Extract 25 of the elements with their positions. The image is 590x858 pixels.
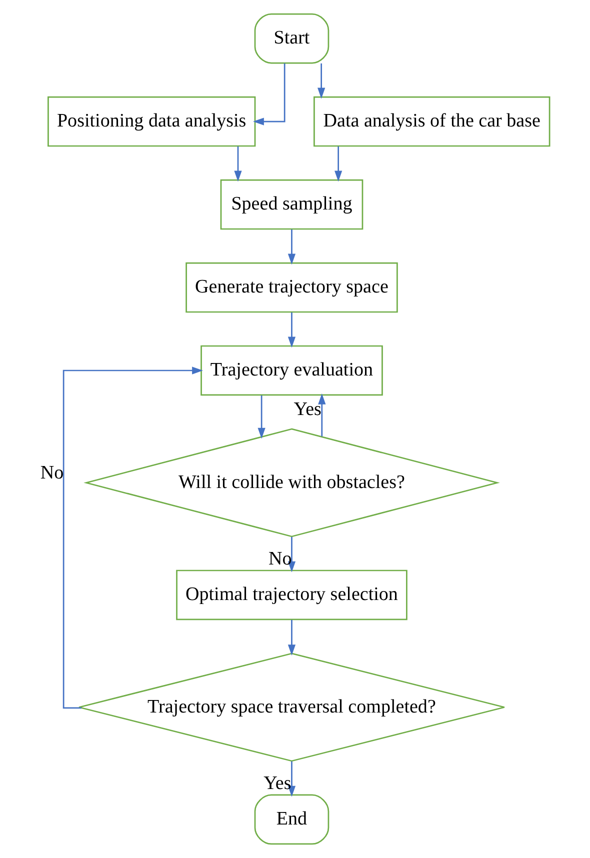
arrow xyxy=(288,312,296,348)
node-box: Data analysis of the car base xyxy=(314,96,550,147)
edge-label: No xyxy=(40,462,64,484)
node-box: Generate trajectory space xyxy=(186,262,398,313)
arrow xyxy=(288,761,296,797)
arrow xyxy=(318,63,326,99)
node-box: Start xyxy=(254,13,330,64)
arrow xyxy=(288,536,296,572)
node-box: Trajectory evaluation xyxy=(200,345,383,396)
node-box: End xyxy=(254,794,330,845)
arrow xyxy=(318,393,326,436)
edge-label: No xyxy=(268,548,292,570)
node-box: Optimal trajectory selection xyxy=(176,570,408,620)
arrow xyxy=(258,395,266,439)
arrow xyxy=(234,146,242,182)
node-box: Speed sampling xyxy=(220,179,364,230)
edge-label: Yes xyxy=(264,773,292,794)
node-box: Positioning data analysis xyxy=(48,96,256,147)
arrow xyxy=(288,620,296,656)
arrow xyxy=(253,63,286,126)
arrow xyxy=(334,146,342,182)
edge-label: Yes xyxy=(294,398,322,420)
node-diamond: Trajectory space traversal completed? xyxy=(78,652,506,762)
arrow xyxy=(62,366,203,709)
arrow xyxy=(288,229,296,265)
